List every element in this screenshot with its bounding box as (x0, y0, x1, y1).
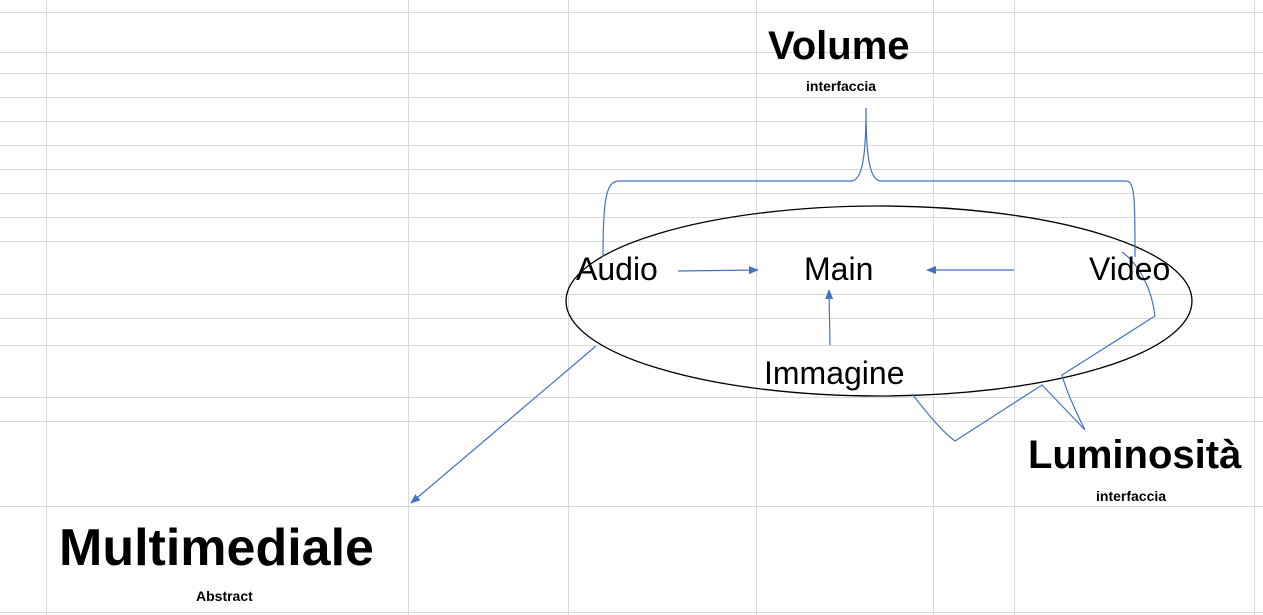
multimediale-title[interactable]: Multimediale (59, 519, 374, 577)
luminosita-title[interactable]: Luminosità (1028, 433, 1242, 477)
volume-title[interactable]: Volume (768, 24, 910, 68)
node-video[interactable]: Video (1089, 251, 1171, 287)
node-audio[interactable]: Audio (576, 251, 658, 287)
luminosita-brace[interactable] (911, 251, 1156, 442)
volume-subtitle: interfaccia (806, 78, 877, 94)
arrow-audio-to-main[interactable] (677, 266, 759, 275)
luminosita-subtitle: interfaccia (1096, 488, 1167, 504)
node-main[interactable]: Main (804, 251, 874, 287)
arrow-immagine-to-main[interactable] (825, 289, 834, 346)
main-ellipse[interactable] (565, 205, 1193, 397)
volume-brace[interactable] (602, 107, 1136, 258)
node-immagine[interactable]: Immagine (764, 355, 905, 391)
multimediale-subtitle: Abstract (196, 588, 253, 604)
arrow-ellipse-to-multimediale[interactable] (410, 345, 597, 504)
